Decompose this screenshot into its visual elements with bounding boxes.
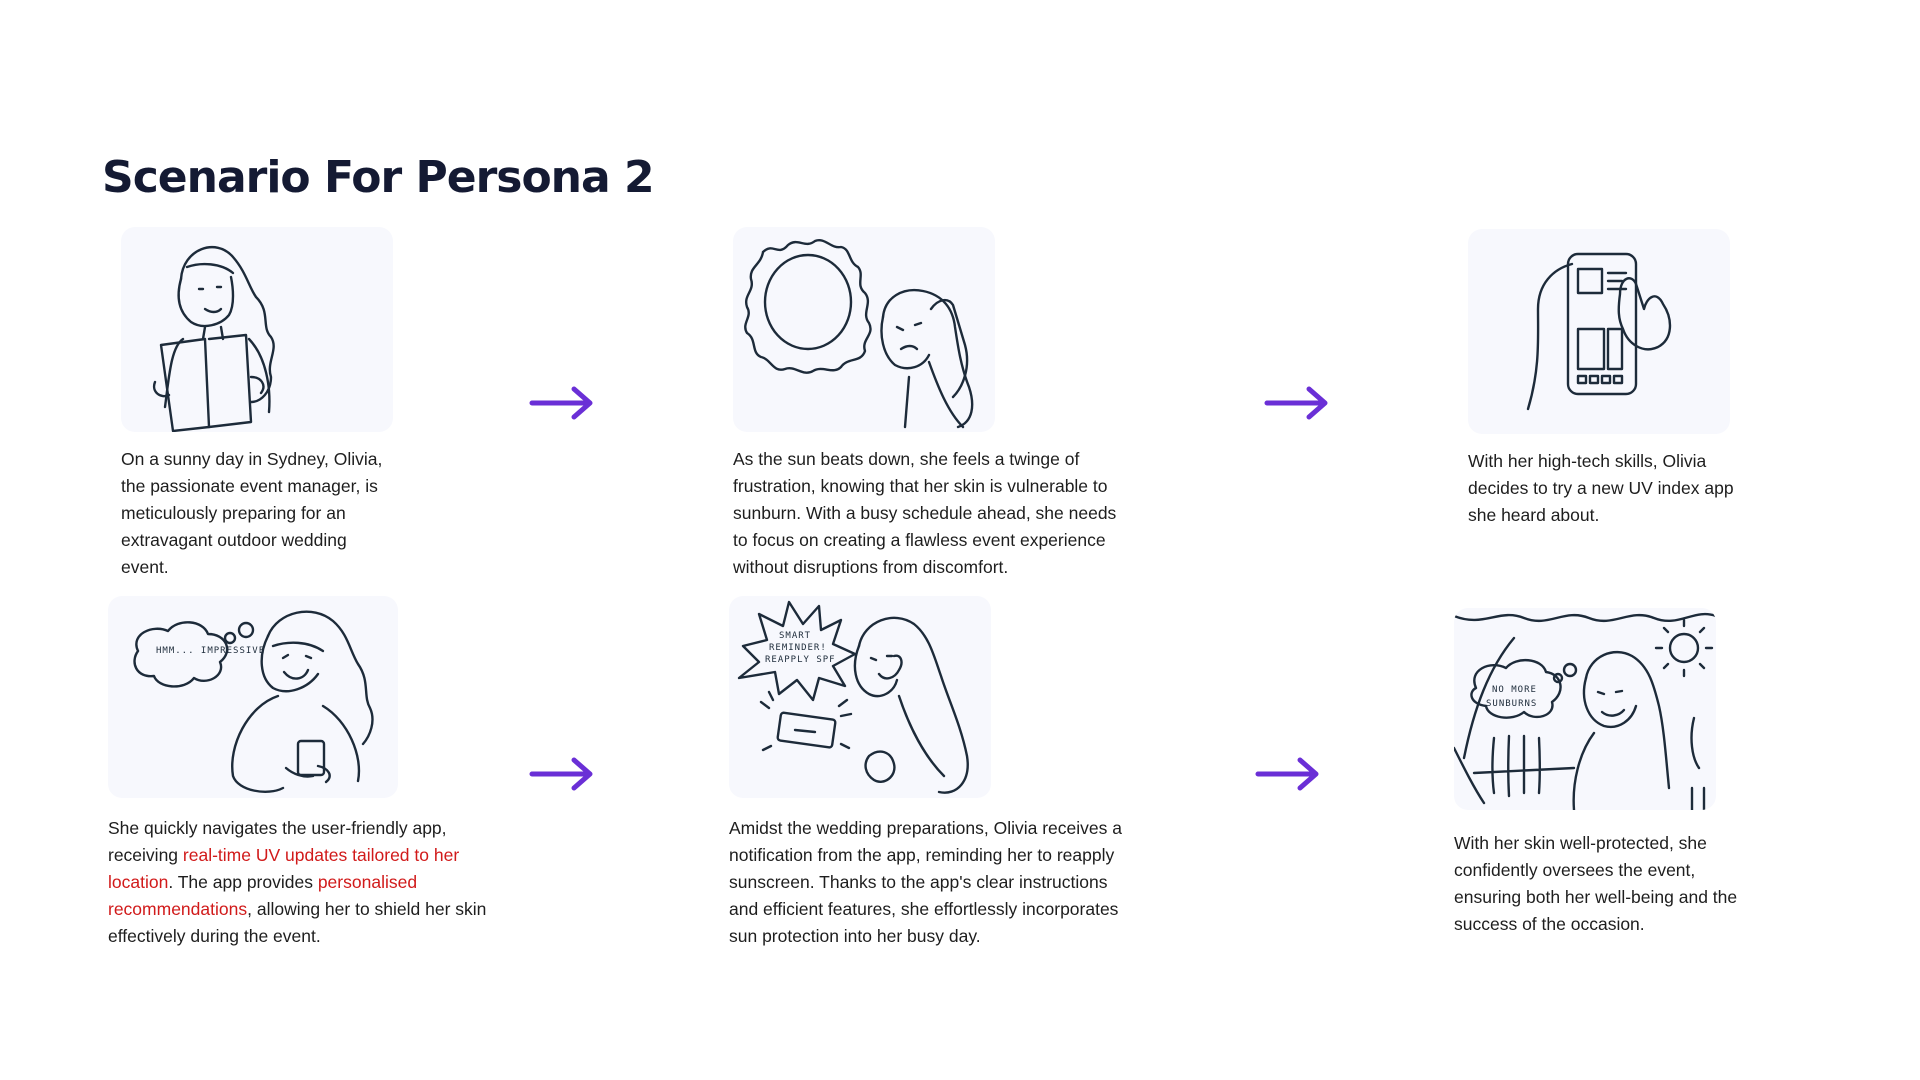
step-6-caption: With her skin well-protected, she confid…: [1454, 833, 1738, 934]
step-1-illustration: [121, 227, 393, 432]
bubble-line: NO MORE: [1492, 685, 1537, 695]
step-6-illustration: NO MORE SUNBURNS: [1454, 608, 1716, 810]
hand-holding-phone-icon: [1526, 252, 1672, 411]
woman-reading-plan-icon: [152, 246, 275, 432]
arrow-right-icon-2: [1264, 386, 1328, 420]
sun-and-frustrated-woman-icon: [744, 238, 974, 429]
arrow-right-icon-3: [529, 757, 593, 791]
woman-applying-sunscreen-icon: SMART REMINDER! REAPPLY SPF: [737, 600, 969, 794]
woman-with-phone-thinking-icon: HMM... IMPRESSIVE: [133, 610, 374, 793]
bubble-line: SMART: [779, 631, 811, 641]
step-2-illustration: [733, 227, 995, 432]
highlight-personalised: personalised recommendations: [108, 872, 418, 919]
bubble-line: REAPPLY SPF: [765, 655, 836, 665]
step-2-caption: As the sun beats down, she feels a twing…: [733, 449, 1117, 577]
caption-text: , allowing her to shield her skin effect…: [108, 899, 487, 946]
arrow-right-icon-1: [529, 386, 593, 420]
page-title: Scenario For Persona 2: [102, 152, 655, 203]
bubble-line: REMINDER!: [769, 643, 827, 653]
step-3-caption: With her high-tech skills, Olivia decide…: [1468, 451, 1734, 525]
step-3-illustration: [1468, 229, 1730, 434]
step-5-illustration: SMART REMINDER! REAPPLY SPF: [729, 596, 991, 798]
caption-text: She quickly navigates the user-friendly …: [108, 818, 447, 865]
highlight-realtime-uv: real-time UV updates tailored to her loc…: [108, 845, 460, 892]
caption-text: . The app provides: [168, 872, 318, 892]
bubble-text: HMM... IMPRESSIVE: [156, 646, 265, 656]
step-4-illustration: HMM... IMPRESSIVE: [108, 596, 398, 798]
step-5-caption: Amidst the wedding preparations, Olivia …: [729, 818, 1122, 946]
arrow-right-icon-4: [1255, 757, 1319, 791]
woman-under-tent-icon: NO MORE SUNBURNS: [1454, 612, 1716, 810]
step-4-caption: She quickly navigates the user-friendly …: [108, 815, 488, 950]
step-1-caption: On a sunny day in Sydney, Olivia, the pa…: [121, 449, 383, 577]
bubble-line: SUNBURNS: [1486, 699, 1537, 709]
